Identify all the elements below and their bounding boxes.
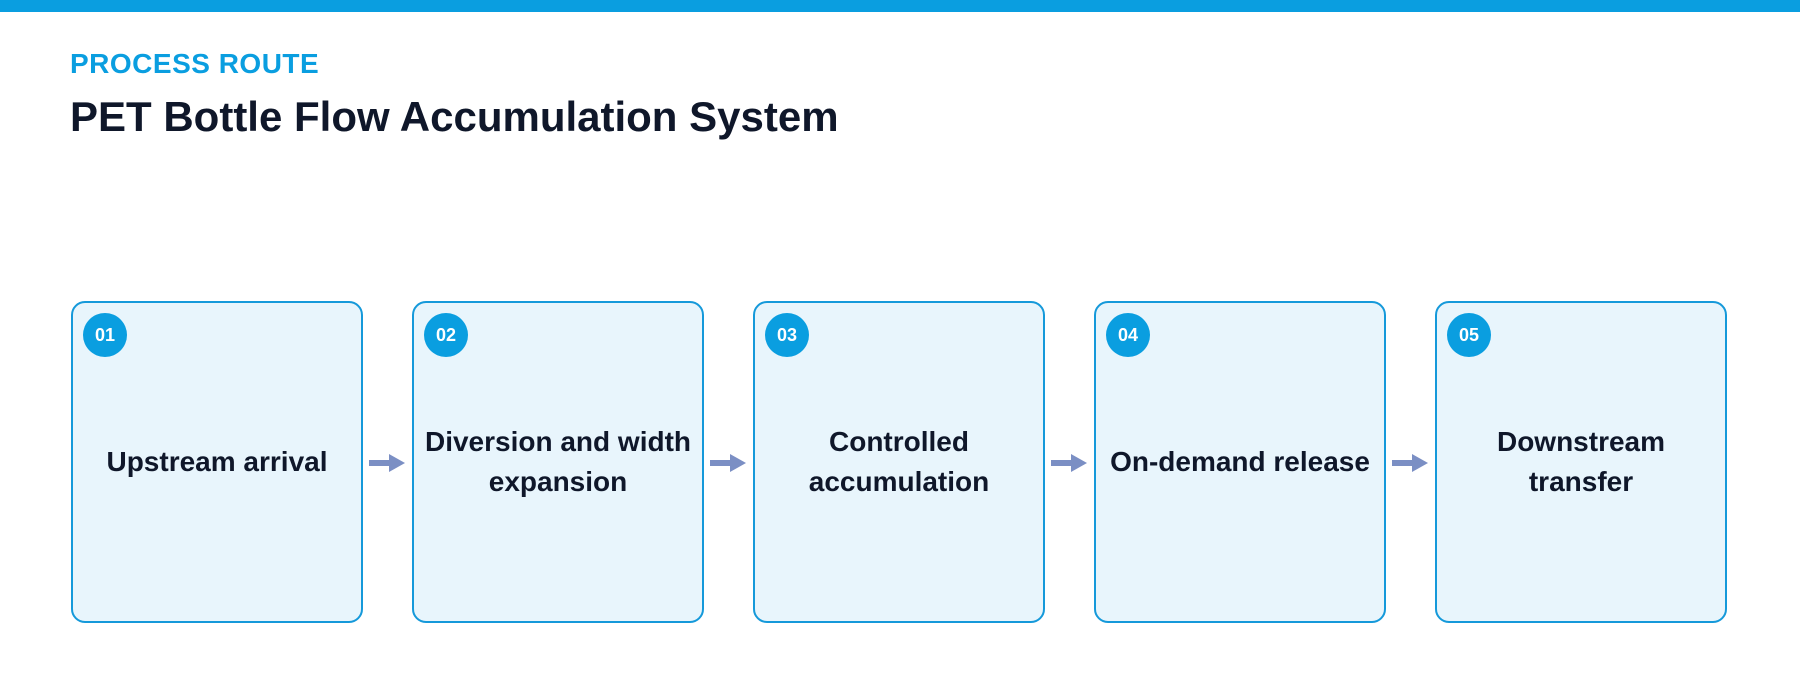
step-label: Diversion and width expansion — [424, 426, 692, 497]
step-card-5: 05 Downstream transfer — [1435, 301, 1727, 623]
top-accent-bar — [0, 0, 1800, 12]
step-card-3: 03 Controlled accumulation — [753, 301, 1045, 623]
step-card-1: 01 Upstream arrival — [71, 301, 363, 623]
step-label: Upstream arrival — [106, 446, 328, 477]
step-label: Downstream transfer — [1496, 426, 1666, 497]
step-number-badge: 01 — [83, 313, 127, 357]
step-card-4: 04 On-demand release — [1094, 301, 1386, 623]
step-card-2: 02 Diversion and width expansion — [412, 301, 704, 623]
section-eyebrow: PROCESS ROUTE — [70, 48, 320, 79]
right-arrow-icon — [710, 454, 746, 472]
step-label: On-demand release — [1110, 446, 1370, 477]
step-label: Controlled accumulation — [808, 426, 990, 497]
step-number-badge: 04 — [1106, 313, 1150, 357]
right-arrow-icon — [1051, 454, 1087, 472]
step-number-badge: 03 — [765, 313, 809, 357]
step-number-badge: 05 — [1447, 313, 1491, 357]
page-title: PET Bottle Flow Accumulation System — [70, 93, 839, 140]
step-number-badge: 02 — [424, 313, 468, 357]
right-arrow-icon — [369, 454, 405, 472]
right-arrow-icon — [1392, 454, 1428, 472]
